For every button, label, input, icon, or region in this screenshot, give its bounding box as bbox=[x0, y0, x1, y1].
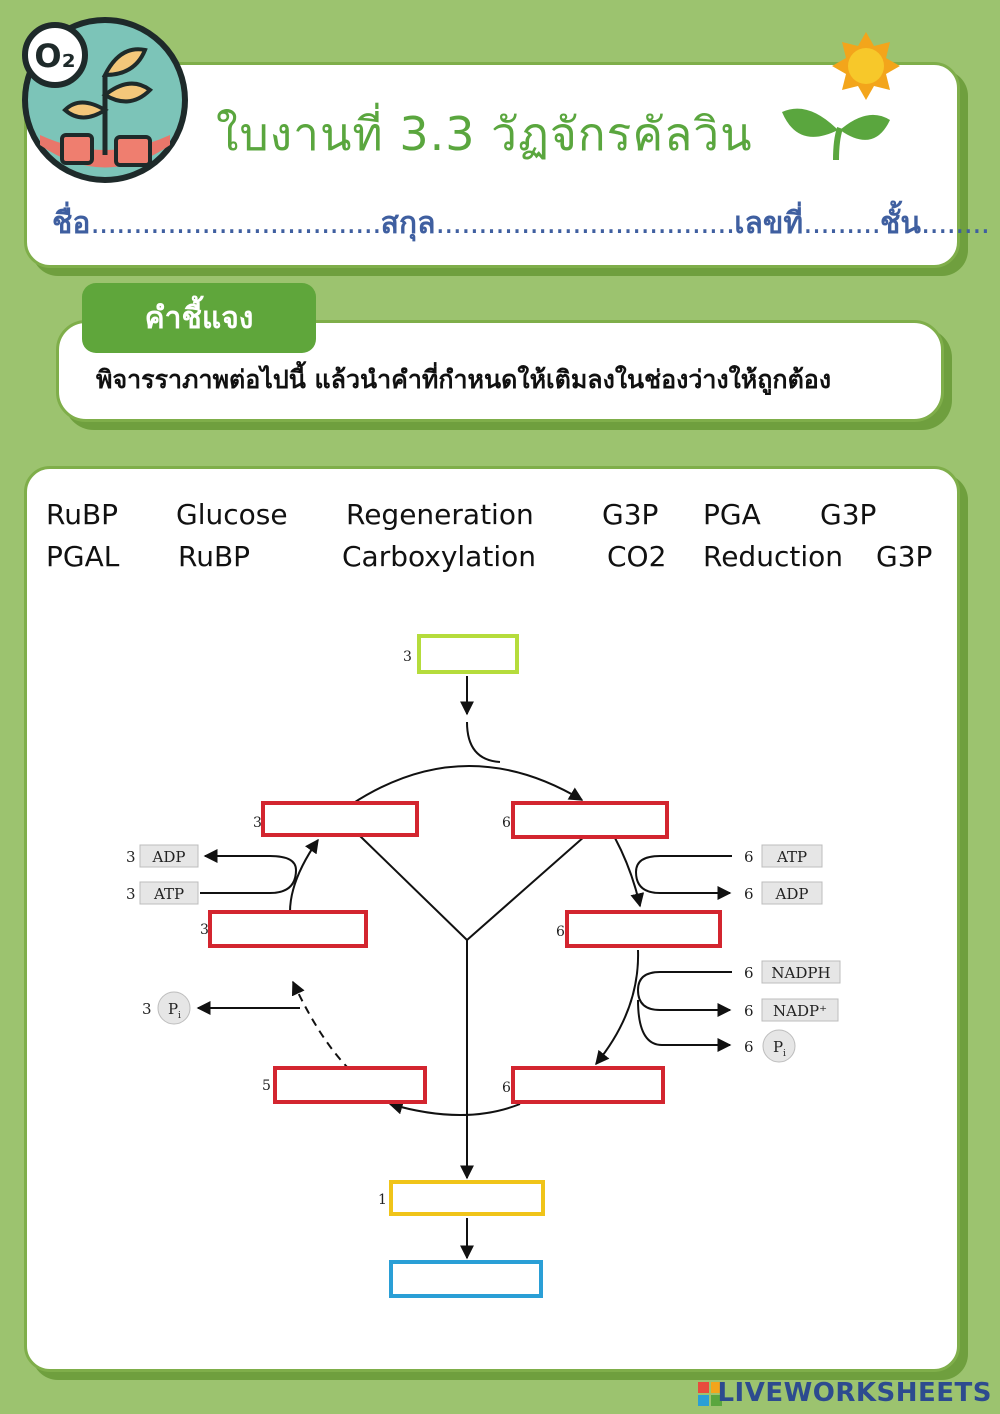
pi-out-line-right bbox=[637, 999, 732, 1052]
box-count: 3 bbox=[403, 649, 412, 665]
plant-logo-icon: O₂ bbox=[22, 17, 188, 183]
right-atp-tag bbox=[761, 844, 823, 868]
cycle-arc-top bbox=[351, 765, 584, 805]
instructions-text: พิจารราภาพต่อไปนี้ แล้วนำคำที่กำหนดให้เต… bbox=[96, 365, 832, 394]
box-count: 3 bbox=[200, 922, 209, 938]
box-count: 5 bbox=[262, 1078, 271, 1094]
cycle-arc-right-upper bbox=[614, 837, 645, 908]
sprout-sun-icon bbox=[782, 32, 900, 161]
liveworksheets-brand[interactable]: LIVEWORKSHEETS bbox=[717, 1378, 992, 1408]
right-pi-circle bbox=[762, 1029, 796, 1063]
answer-box-g3p-output[interactable] bbox=[389, 1180, 545, 1216]
right-nadph-count: 6 bbox=[744, 964, 754, 982]
word-bank-item[interactable]: G3P bbox=[820, 498, 877, 531]
right-pi-label: P bbox=[773, 1038, 783, 1056]
number-label: เลขที่ bbox=[734, 206, 804, 241]
right-adp-count: 6 bbox=[744, 885, 754, 903]
surname-label: สกุล bbox=[380, 206, 436, 241]
answer-box-g3p-recycle[interactable] bbox=[273, 1066, 427, 1104]
student-info-line: ชื่อ..................................สก… bbox=[52, 200, 990, 247]
left-adp-count: 3 bbox=[126, 848, 136, 866]
right-atp-label: ATP bbox=[776, 848, 807, 866]
name-field[interactable]: .................................. bbox=[90, 206, 381, 241]
box-count: 1 bbox=[378, 1192, 387, 1208]
right-atp-count: 6 bbox=[744, 848, 754, 866]
co2-join-curve bbox=[466, 721, 501, 763]
right-nadph-tag bbox=[761, 960, 841, 984]
answer-box-carboxylation-product[interactable] bbox=[511, 801, 669, 839]
word-bank-item[interactable]: RuBP bbox=[46, 498, 119, 531]
left-pi-count: 3 bbox=[142, 1000, 152, 1018]
right-nadp-count: 6 bbox=[744, 1002, 754, 1020]
nadph-in-line bbox=[637, 971, 732, 991]
word-bank-item[interactable]: G3P bbox=[876, 540, 933, 573]
box-count: 6 bbox=[556, 924, 565, 940]
left-atp-label: ATP bbox=[153, 885, 184, 903]
center-y-branch bbox=[359, 835, 586, 942]
right-nadp-tag bbox=[761, 998, 839, 1022]
right-nadph-label: NADPH bbox=[771, 964, 830, 982]
word-bank-item[interactable]: RuBP bbox=[178, 540, 251, 573]
liveworksheets-logo-icon bbox=[698, 1382, 722, 1406]
instructions-tab: คำชี้แจง bbox=[82, 283, 316, 353]
word-bank-item[interactable]: CO2 bbox=[607, 540, 667, 573]
word-bank-item[interactable]: G3P bbox=[602, 498, 659, 531]
word-bank-item[interactable]: Reduction bbox=[703, 540, 843, 573]
cycle-arc-right-lower bbox=[595, 949, 640, 1066]
answer-box-g3p-product[interactable] bbox=[511, 1066, 665, 1104]
right-adp-label: ADP bbox=[775, 885, 809, 903]
class-label: ชั้น bbox=[880, 206, 921, 241]
word-bank-item[interactable]: PGA bbox=[703, 498, 761, 531]
class-field[interactable]: ........ bbox=[920, 206, 990, 241]
right-adp-tag bbox=[761, 881, 823, 905]
word-bank-item[interactable]: Glucose bbox=[176, 498, 288, 531]
right-pi-count: 6 bbox=[744, 1038, 754, 1056]
left-adp-tag bbox=[139, 844, 199, 868]
answer-box-regeneration[interactable] bbox=[208, 910, 368, 948]
left-pi-sub: i bbox=[178, 1011, 181, 1021]
atp-in-line-left bbox=[200, 869, 297, 894]
box-count: 6 bbox=[502, 1080, 511, 1096]
adp-out-line-left bbox=[203, 849, 297, 871]
left-pi-circle bbox=[157, 991, 191, 1025]
number-field[interactable]: ......... bbox=[803, 206, 881, 241]
cycle-arc-left-upper bbox=[289, 838, 319, 913]
o2-badge: O₂ bbox=[34, 37, 75, 75]
left-atp-count: 3 bbox=[126, 885, 136, 903]
atp-in-line bbox=[635, 855, 732, 873]
word-bank-item[interactable]: Carboxylation bbox=[342, 540, 536, 573]
cycle-arc-left-lower bbox=[291, 980, 351, 1071]
right-pi-sub: i bbox=[783, 1049, 786, 1059]
answer-box-reduction-intermediate[interactable] bbox=[565, 910, 722, 948]
word-bank-item[interactable]: Regeneration bbox=[346, 498, 534, 531]
box-count: 3 bbox=[253, 815, 262, 831]
left-atp-tag bbox=[139, 881, 199, 905]
answer-box-co2[interactable] bbox=[417, 634, 519, 674]
cycle-arc-bottom bbox=[388, 1100, 521, 1116]
left-adp-label: ADP bbox=[152, 848, 186, 866]
left-pi-label: P bbox=[168, 1000, 178, 1018]
page-title: ใบงานที่ 3.3 วัฏจักรคัลวิน bbox=[216, 107, 753, 161]
adp-out-line bbox=[635, 871, 732, 900]
answer-box-rubp-top[interactable] bbox=[261, 801, 419, 837]
word-bank-item[interactable]: PGAL bbox=[46, 540, 120, 573]
right-nadp-label: NADP⁺ bbox=[773, 1002, 827, 1020]
surname-field[interactable]: ................................... bbox=[435, 206, 735, 241]
answer-box-glucose[interactable] bbox=[389, 1260, 543, 1298]
nadp-out-line bbox=[637, 989, 732, 1017]
name-label: ชื่อ bbox=[52, 206, 91, 241]
box-count: 6 bbox=[502, 815, 511, 831]
